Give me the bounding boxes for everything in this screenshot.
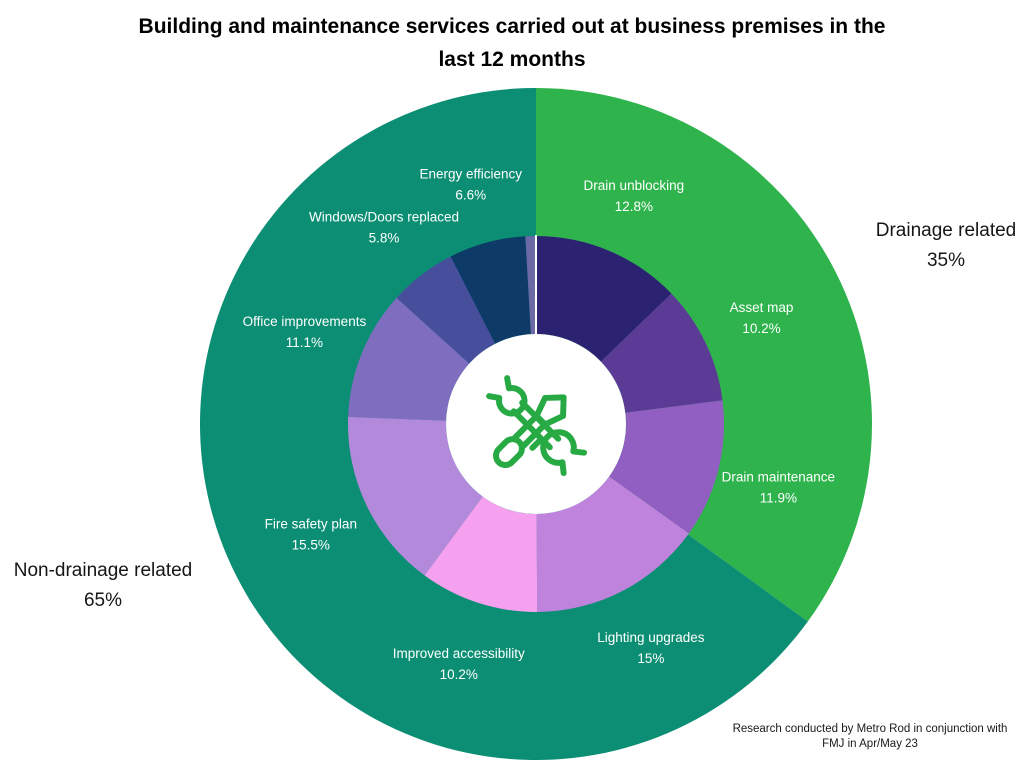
inner-segment-improved-accessibility	[424, 496, 538, 612]
inner-segment-fire-safety-plan	[348, 416, 483, 576]
inner-segment-windows-doors-replaced	[396, 256, 496, 364]
inner-segment-segment	[525, 236, 536, 335]
inner-segment-drain-unblocking	[536, 236, 672, 362]
annotation-non-drainage: Non-drainage related 65%	[0, 556, 206, 616]
source-note-line2: FMJ in Apr/May 23	[822, 738, 918, 750]
inner-segment-asset-map	[600, 293, 723, 413]
center-circle	[446, 334, 626, 514]
chart-title-line2: last 12 months	[438, 48, 586, 71]
chart-title-line1: Building and maintenance services carrie…	[138, 15, 886, 38]
annotation-non-drainage-label: Non-drainage related	[13, 560, 193, 581]
chart-title: Building and maintenance services carrie…	[0, 10, 1024, 76]
annotation-drainage: Drainage related 35%	[858, 216, 1024, 276]
inner-segment-energy-efficiency	[450, 236, 531, 344]
annotation-drainage-pct: 35%	[926, 250, 966, 271]
annotation-non-drainage-pct: 65%	[83, 590, 123, 611]
wrench-screwdriver-icon	[486, 375, 588, 477]
inner-segment-drain-maintenance	[609, 400, 724, 534]
inner-segment-office-improvements	[348, 297, 470, 421]
source-note: Research conducted by Metro Rod in conju…	[716, 722, 1024, 752]
source-note-line1: Research conducted by Metro Rod in conju…	[732, 723, 1008, 735]
inner-segment-lighting-upgrades	[536, 476, 689, 612]
annotation-drainage-label: Drainage related	[875, 220, 1017, 241]
